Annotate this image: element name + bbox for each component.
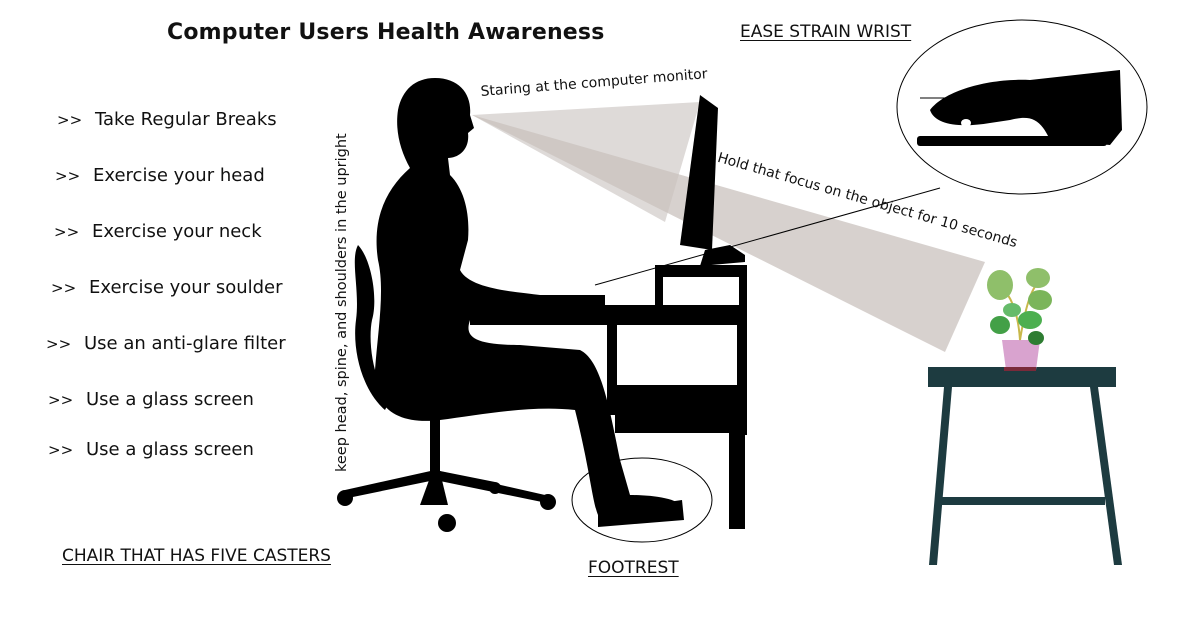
tip-label: Use an anti-glare filter <box>84 333 286 354</box>
sightline-focus <box>472 115 985 352</box>
tip-marker: >> <box>57 111 83 129</box>
person-silhouette <box>374 78 682 515</box>
footrest-callout <box>571 457 713 543</box>
tip-marker: >> <box>51 279 77 297</box>
footrest-icon <box>598 500 684 527</box>
chair-label: CHAIR THAT HAS FIVE CASTERS <box>62 546 331 566</box>
tip-marker: >> <box>48 441 74 459</box>
monitor-icon <box>680 95 745 266</box>
tip-item: >> Take Regular Breaks <box>57 109 277 130</box>
tip-marker: >> <box>54 223 80 241</box>
chair-icon <box>337 245 556 532</box>
tip-label: Exercise your head <box>93 165 265 186</box>
tip-marker: >> <box>46 335 72 353</box>
wrist-label: EASE STRAIN WRIST <box>740 22 912 42</box>
tip-item: >> Use an anti-glare filter <box>46 333 286 354</box>
tip-item: >> Exercise your soulder <box>51 277 283 298</box>
tip-item: >> Exercise your head <box>55 165 265 186</box>
tip-label: Exercise your soulder <box>89 277 283 298</box>
tip-item: >> Use a glass screen <box>48 439 254 460</box>
posture-label: keep head, spine, and shoulders in the u… <box>334 133 350 472</box>
side-table-icon <box>928 367 1122 565</box>
wrist-rest-icon <box>917 70 1122 146</box>
wrist-callout <box>896 19 1148 195</box>
plant-icon <box>987 268 1052 371</box>
tip-label: Use a glass screen <box>86 389 254 410</box>
tip-item: >> Use a glass screen <box>48 389 254 410</box>
tip-marker: >> <box>48 391 74 409</box>
tip-item: >> Exercise your neck <box>54 221 262 242</box>
tip-label: Take Regular Breaks <box>95 109 277 130</box>
footrest-label: FOOTREST <box>588 558 679 578</box>
tip-marker: >> <box>55 167 81 185</box>
page-title: Computer Users Health Awareness <box>167 20 605 45</box>
tip-label: Use a glass screen <box>86 439 254 460</box>
tip-label: Exercise your neck <box>92 221 262 242</box>
